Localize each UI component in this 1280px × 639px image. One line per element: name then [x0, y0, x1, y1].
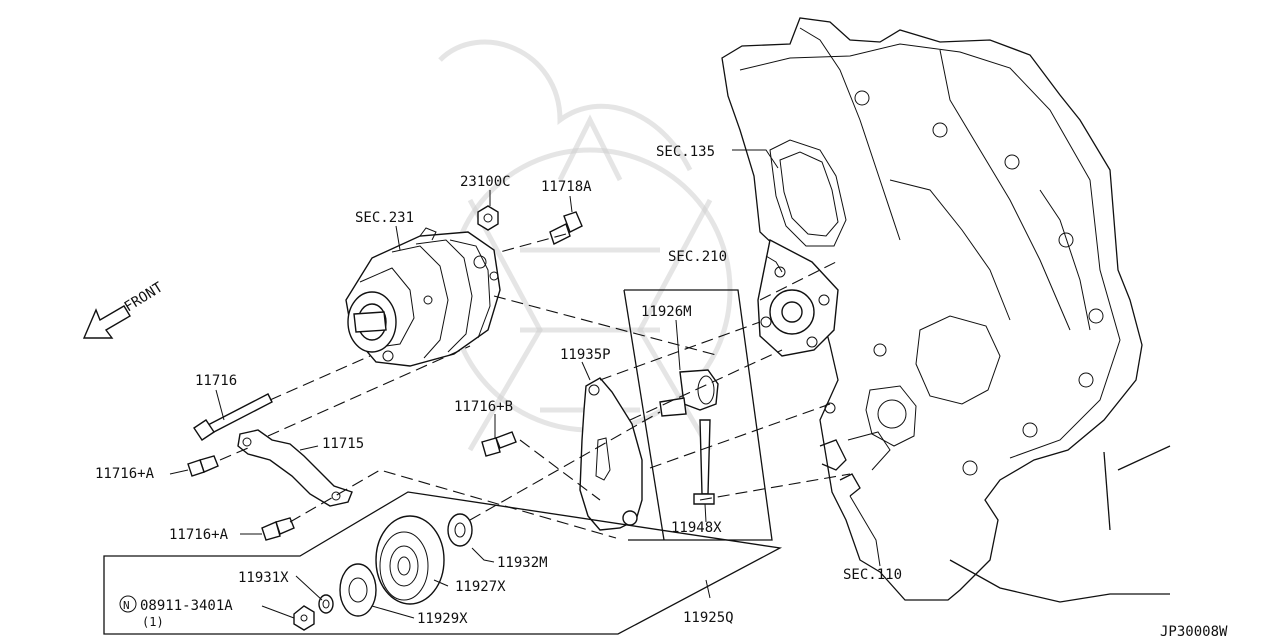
diagram-code: JP30008W [1160, 624, 1228, 639]
label-11716a-1[interactable]: 11716+A [95, 466, 155, 482]
front-label: FRONT [122, 279, 167, 315]
engine-front-cover [721, 17, 1171, 603]
bracket-11715 [237, 429, 353, 507]
bolt-11716b [481, 431, 517, 457]
label-11716b[interactable]: 11716+B [454, 399, 513, 415]
label-08911-number: 08911-3401A [140, 598, 233, 614]
front-arrow-icon [82, 305, 131, 339]
washer-11931x [318, 594, 334, 614]
label-11715[interactable]: 11715 [322, 436, 364, 452]
front-indicator: FRONT [82, 279, 167, 339]
alternator [345, 227, 501, 367]
leader-lines [169, 149, 881, 619]
label-sec-210[interactable]: SEC.210 [668, 249, 727, 265]
label-11931x[interactable]: 11931X [238, 570, 289, 586]
idler-stud-11926m [659, 369, 719, 417]
bolt-11948x [693, 419, 715, 505]
label-11716a-2[interactable]: 11716+A [169, 527, 229, 543]
label-sec-135[interactable]: SEC.135 [656, 144, 715, 160]
label-11925q[interactable]: 11925Q [683, 610, 734, 626]
label-sec-110[interactable]: SEC.110 [843, 567, 902, 583]
nut-08911 [293, 605, 315, 631]
label-23100c[interactable]: 23100C [460, 174, 511, 190]
bolt-11716 [193, 393, 273, 441]
label-11929x[interactable]: 11929X [417, 611, 468, 627]
bolt-11718a [549, 211, 583, 245]
label-11948x[interactable]: 11948X [671, 520, 722, 536]
bolt-11716a-1 [187, 455, 219, 477]
washer-11932m [447, 513, 473, 547]
bolt-11716a-2 [261, 517, 295, 541]
nut-23100c [477, 205, 499, 231]
label-11926m[interactable]: 11926M [641, 304, 692, 320]
label-08911-3401a[interactable]: N 08911-3401A (1) [119, 595, 233, 629]
pulley-11927x [375, 515, 445, 605]
label-11932m[interactable]: 11932M [497, 555, 548, 571]
label-11935p[interactable]: 11935P [560, 347, 611, 363]
assembly-lines [219, 233, 851, 539]
label-11718a[interactable]: 11718A [541, 179, 592, 195]
kit-boundaries [103, 289, 783, 635]
label-08911-quantity: (1) [142, 615, 164, 629]
water-pump [757, 238, 839, 357]
idler-bracket-11935p [579, 377, 643, 531]
standard-part-symbol: N [123, 599, 130, 612]
label-11716[interactable]: 11716 [195, 373, 237, 389]
label-11927x[interactable]: 11927X [455, 579, 506, 595]
label-sec-231[interactable]: SEC.231 [355, 210, 414, 226]
nissan-standard-part-icon [119, 595, 137, 613]
part-labels: SEC.231 23100C 11718A SEC.135 SEC.210 11… [95, 144, 1228, 639]
plate-11929x [339, 563, 377, 617]
